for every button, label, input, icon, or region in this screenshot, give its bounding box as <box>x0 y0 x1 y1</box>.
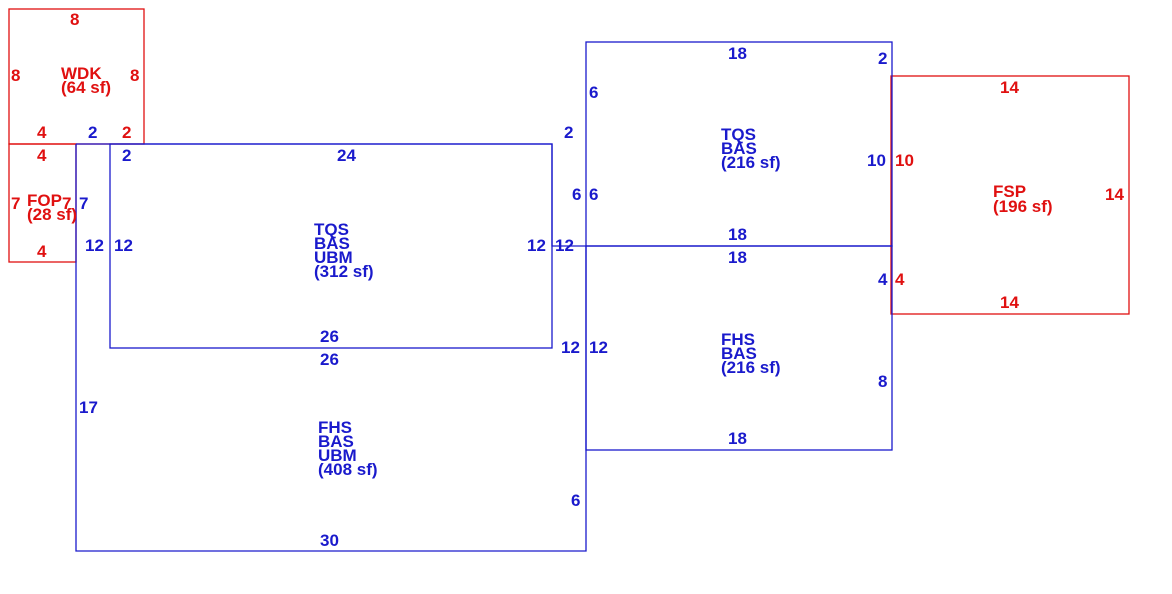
tqs-right-dim-left-lower-outer: 6 <box>572 185 581 204</box>
fsp-dim-top: 14 <box>1000 78 1019 97</box>
area-tqs-right: TQS BAS (216 sf) 18 2 6 6 6 10 18 12 <box>555 44 887 255</box>
wdk-dim-bottom-mid: 2 <box>88 123 97 142</box>
fhs-right-outline <box>585 245 893 451</box>
tqs-right-dim-top-right: 2 <box>878 49 887 68</box>
fop-dim-left: 7 <box>11 194 20 213</box>
area-wdk: WDK (64 sf) 8 8 8 4 2 <box>11 10 139 142</box>
tqs-main-dim-left: 12 <box>114 236 133 255</box>
fhs-main-dim-top: 26 <box>320 350 339 369</box>
fhs-main-code-2: BAS <box>318 432 354 451</box>
wdk-dim-bottom: 4 <box>37 123 47 142</box>
tqs-right-dim-top: 18 <box>728 44 747 63</box>
area-fhs-main: FHS BAS UBM (408 sf) 26 17 30 6 12 12 7 <box>79 194 580 550</box>
fhs-main-code-3: UBM <box>318 446 357 465</box>
area-fop: FOP (28 sf) 4 7 7 4 <box>11 146 77 261</box>
fhs-right-dim-right-lower: 8 <box>878 372 887 391</box>
fhs-main-dim-left-notch: 7 <box>79 194 88 213</box>
fhs-right-code-2: BAS <box>721 344 757 363</box>
fhs-main-dim-right-lower: 6 <box>571 491 580 510</box>
wdk-dim-bottom-right: 2 <box>122 123 131 142</box>
fsp-code: FSP <box>993 182 1026 201</box>
tqs-right-code-1: TQS <box>721 125 756 144</box>
tqs-main-dim-top-right: 2 <box>564 123 573 142</box>
tqs-right-code-2: BAS <box>721 139 757 158</box>
fsp-dim-bottom: 14 <box>1000 293 1019 312</box>
fsp-dim-left: 10 <box>895 151 914 170</box>
tqs-main-dim-top: 24 <box>337 146 356 165</box>
tqs-main-code-3: UBM <box>314 248 353 267</box>
fhs-right-code-1: FHS <box>721 330 755 349</box>
tqs-main-dim-top-left: 2 <box>122 146 131 165</box>
fhs-main-dim-left: 17 <box>79 398 98 417</box>
tqs-right-dim-left-lower: 6 <box>589 185 598 204</box>
fhs-right-area-label: (216 sf) <box>721 358 781 377</box>
area-fsp: FSP (196 sf) 14 10 14 14 4 <box>895 78 1124 312</box>
fop-dim-right: 7 <box>62 194 71 213</box>
tqs-main-area-label: (312 sf) <box>314 262 374 281</box>
area-tqs-main: TQS BAS UBM (312 sf) 2 24 12 12 26 2 <box>114 123 573 346</box>
tqs-main-outline <box>109 143 553 349</box>
wdk-dim-right: 8 <box>130 66 139 85</box>
fop-dim-top: 4 <box>37 146 47 165</box>
fsp-outline <box>890 75 1130 315</box>
wdk-dim-top: 8 <box>70 10 79 29</box>
fhs-right-dim-bottom: 18 <box>728 429 747 448</box>
fhs-main-dim-left-upper: 12 <box>85 236 104 255</box>
fhs-right-dim-top: 18 <box>728 248 747 267</box>
fhs-main-dim-bottom: 30 <box>320 531 339 550</box>
area-fhs-right: FHS BAS (216 sf) 18 4 8 18 12 <box>589 248 888 448</box>
tqs-right-dim-bottom: 18 <box>728 225 747 244</box>
tqs-right-dim-left-12: 12 <box>555 236 574 255</box>
fop-dim-bottom: 4 <box>37 242 47 261</box>
tqs-main-code-2: BAS <box>314 234 350 253</box>
fhs-right-dim-right-upper: 4 <box>878 270 888 289</box>
fsp-dim-left-lower: 4 <box>895 270 905 289</box>
fop-area-label: (28 sf) <box>27 205 77 224</box>
tqs-right-dim-right: 10 <box>867 151 886 170</box>
fsp-area-label: (196 sf) <box>993 197 1053 216</box>
wdk-area-label: (64 sf) <box>61 78 111 97</box>
outlines <box>8 8 1130 552</box>
wdk-dim-left: 8 <box>11 66 20 85</box>
fop-code: FOP <box>27 191 62 210</box>
tqs-right-dim-left-upper: 6 <box>589 83 598 102</box>
fhs-right-dim-left: 12 <box>589 338 608 357</box>
fhs-main-dim-right: 12 <box>561 338 580 357</box>
fhs-main-code-1: FHS <box>318 418 352 437</box>
tqs-right-area-label: (216 sf) <box>721 153 781 172</box>
tqs-main-dim-right: 12 <box>527 236 546 255</box>
wdk-code: WDK <box>61 64 102 83</box>
fhs-main-area-label: (408 sf) <box>318 460 378 479</box>
tqs-main-dim-bottom: 26 <box>320 327 339 346</box>
fsp-dim-right: 14 <box>1105 185 1124 204</box>
tqs-main-code-1: TQS <box>314 220 349 239</box>
